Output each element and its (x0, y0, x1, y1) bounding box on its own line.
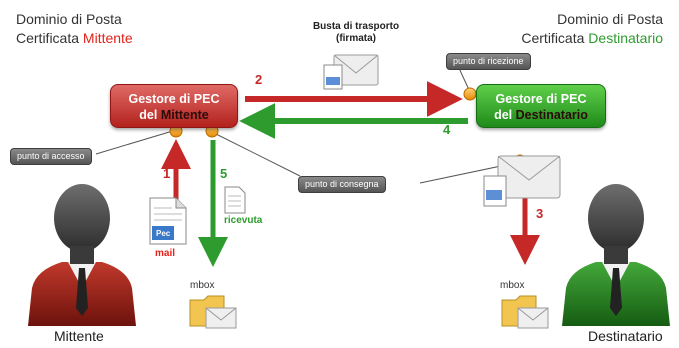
envelope-icon (323, 54, 379, 90)
document-icon (224, 186, 246, 214)
mail-label: mail (155, 248, 176, 259)
document-icon (149, 197, 187, 245)
recipient-manager-prefix: del (494, 108, 516, 122)
step-2-number: 2 (255, 72, 263, 87)
user-icon (28, 184, 136, 326)
sender-person (22, 168, 142, 331)
sender-name: Mittente (54, 328, 104, 344)
sender-domain-line2: Certificata Mittente (16, 29, 133, 48)
delivery-point-label: punto di consegna (298, 176, 386, 193)
recipient-domain-prefix: Certificata (521, 30, 589, 46)
recipient-name: Destinatario (588, 328, 663, 344)
recipient-domain-line2: Certificata Destinatario (521, 29, 663, 48)
receiving-point-label: punto di ricezione (446, 53, 531, 70)
sender-pec-manager: Gestore di PEC del Mittente (110, 84, 238, 128)
receipt-document (224, 186, 246, 219)
envelope-icon (483, 155, 561, 207)
delivered-message (482, 150, 566, 219)
access-point-label: punto di accesso (10, 148, 92, 165)
sender-mbox (188, 292, 238, 337)
recipient-person (556, 168, 676, 331)
recipient-domain-line1: Dominio di Posta (557, 11, 663, 27)
transport-envelope-line1: Busta di trasporto (312, 21, 400, 32)
recipient-pec-manager: Gestore di PEC del Destinatario (476, 84, 606, 128)
receiving-connector (457, 65, 471, 93)
folder-icon (501, 295, 549, 329)
transport-envelope-line2: (firmata) (335, 33, 376, 44)
transport-envelope (322, 49, 382, 98)
folder-icon (189, 295, 237, 329)
receipt-label: ricevuta (224, 215, 263, 226)
sender-manager-line2: del Mittente (111, 107, 237, 123)
access-connector (95, 129, 177, 155)
recipient-domain-header: Dominio di Posta Certificata Destinatari… (521, 10, 663, 48)
receiving-point-dot (463, 87, 477, 101)
sender-domain-header: Dominio di Posta Certificata Mittente (16, 10, 133, 48)
sender-manager-prefix: del (139, 108, 161, 122)
transport-envelope-label: Busta di trasporto (firmata) (296, 21, 416, 45)
sender-domain-highlight: Mittente (82, 30, 133, 46)
sender-manager-highlight: Mittente (160, 108, 209, 122)
recipient-domain-highlight: Destinatario (588, 30, 663, 46)
sender-domain-prefix: Certificata (16, 30, 83, 46)
delivery-connector-left (211, 131, 301, 177)
recipient-mbox (500, 292, 550, 337)
recipient-manager-line2: del Destinatario (477, 107, 605, 123)
mail-document: Pec (148, 196, 188, 246)
sender-manager-line1: Gestore di PEC (128, 92, 220, 106)
sender-mbox-label: mbox (190, 280, 215, 291)
step-4-number: 4 (443, 122, 451, 137)
step-1-number: 1 (163, 166, 171, 181)
recipient-manager-highlight: Destinatario (515, 108, 588, 122)
sender-domain-line1: Dominio di Posta (16, 11, 122, 27)
step-5-number: 5 (220, 166, 228, 181)
pec-doc-label: Pec (156, 229, 171, 238)
recipient-manager-line1: Gestore di PEC (495, 92, 587, 106)
step-3-number: 3 (536, 206, 544, 221)
user-icon (562, 184, 670, 326)
recipient-mbox-label: mbox (500, 280, 525, 291)
